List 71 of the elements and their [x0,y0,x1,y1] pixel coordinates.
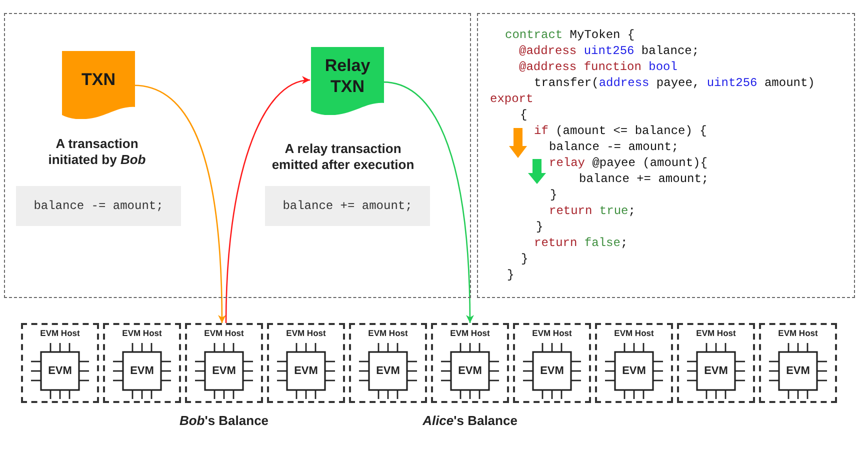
code-line: @address uint256 balance; [519,44,700,58]
host-box [267,323,345,403]
chip-label: EVM [540,364,564,378]
chip-label: EVM [294,364,318,378]
host-box [677,323,755,403]
code-text: balance -= amount; [34,198,164,214]
chip [769,342,827,400]
code-line: relay @payee (amount){ [549,156,708,170]
code-panel [477,13,855,298]
arrow [225,77,310,324]
chip [113,342,171,400]
arrow [134,84,226,324]
host-box [349,323,427,403]
host-label: EVM Host [450,328,490,338]
code-line: } [550,188,558,202]
code-line: if (amount <= balance) { [534,124,707,138]
chip [195,342,253,400]
code-line: balance -= amount; [549,140,679,154]
arrow [382,81,474,324]
chip-label: EVM [704,364,728,378]
chip [277,342,335,400]
host-box [431,323,509,403]
host-label: EVM Host [204,328,244,338]
document-shape [311,47,384,115]
chip-label: EVM [212,364,236,378]
code-text: balance += amount; [282,198,412,214]
host-box [103,323,181,403]
host-label: EVM Host [614,328,654,338]
document-shape [62,51,135,119]
chip-label: EVM [458,364,482,378]
host-box [185,323,263,403]
host-box [595,323,673,403]
host-label: EVM Host [368,328,408,338]
code-line: } [521,252,528,266]
host-label: EVM Host [40,328,80,338]
chip-label: EVM [48,364,72,378]
code-line: balance += amount; [579,172,709,186]
code-line: } [507,268,514,282]
host-box [759,323,837,403]
dashed-panel [4,13,471,298]
host-label: EVM Host [286,328,326,338]
chip [31,342,89,400]
code-line: return true; [549,204,636,218]
chip [605,342,663,400]
chip [687,342,745,400]
code-line: } [536,220,544,234]
chip-label: EVM [130,364,154,378]
chip-label: EVM [786,364,810,378]
host-label: EVM Host [122,328,162,338]
description-text: A transaction initiated by Bob [47,136,147,168]
host-label: EVM Host [696,328,736,338]
document-label: Relay TXN [324,54,372,96]
balance-label: Bob's Balance [179,413,269,429]
description-text: A relay transaction emitted after execution [270,141,416,173]
code-line: { [520,108,528,122]
chip-label: EVM [622,364,646,378]
host-box [513,323,591,403]
host-label: EVM Host [532,328,572,338]
chip [441,342,499,400]
chip-label: EVM [376,364,400,378]
host-label: EVM Host [778,328,818,338]
code-line: return false; [534,236,628,250]
code-line: transfer(address payee, uint256 amount) [534,76,815,90]
chip [523,342,581,400]
code-line: export [490,92,534,106]
chip [359,342,417,400]
balance-label: Alice's Balance [422,413,518,429]
host-box [21,323,99,403]
document-label: TXN [82,69,116,90]
code-line: contract MyToken { [505,28,635,42]
code-line: @address function bool [519,60,678,74]
